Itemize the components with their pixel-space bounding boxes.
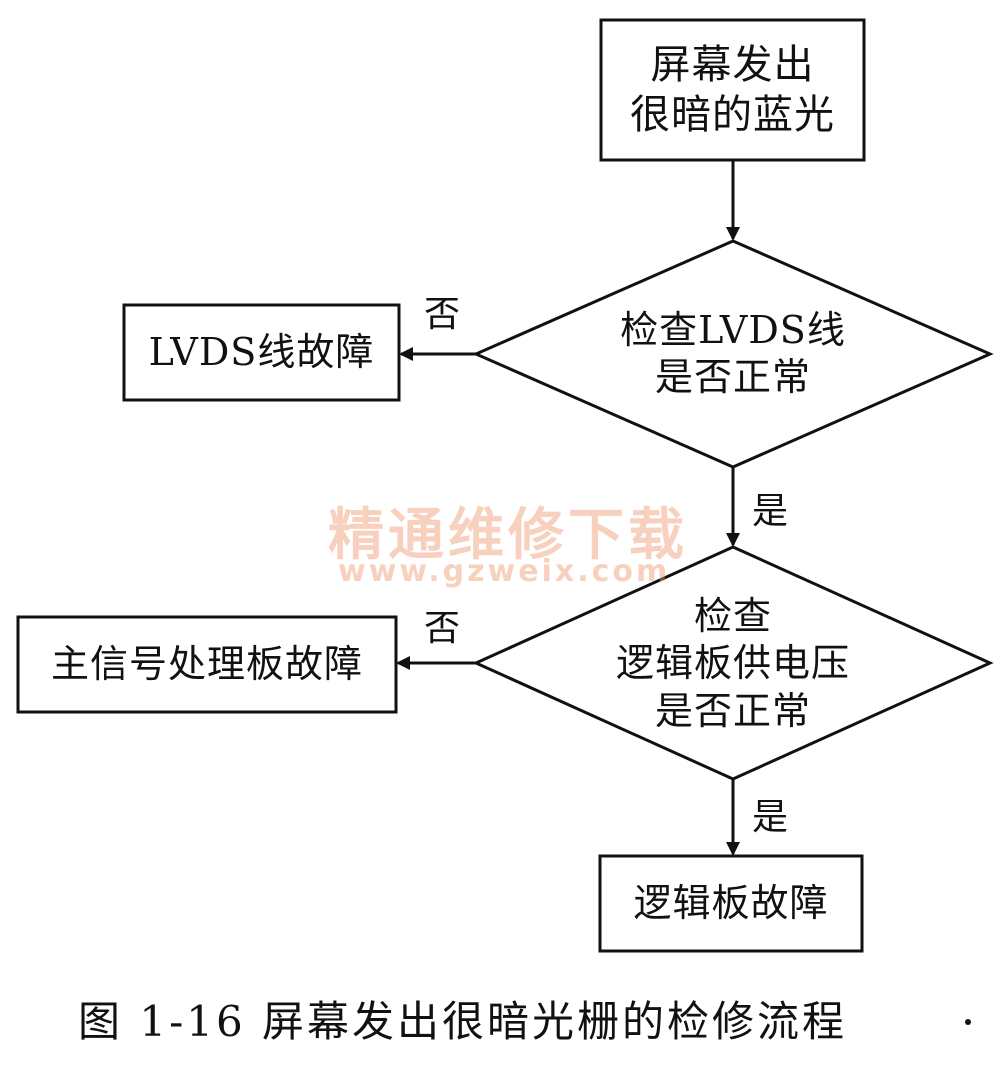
logic-board-fault-box — [598, 854, 864, 953]
lvds-fault-box — [122, 303, 401, 402]
edge-label-no-1: 否 — [424, 294, 461, 335]
watermark-url: www.gzweix.com — [338, 554, 671, 589]
start-box — [599, 18, 866, 162]
caption-dot — [965, 1019, 971, 1025]
watermark-name: 精通维修下载 — [328, 503, 688, 568]
main-board-fault-label: 主信号处理板故障 — [50, 641, 363, 686]
edge-label-yes-1: 是 — [752, 491, 789, 532]
check-lvds-label: 检查LVDS线 是否正常 — [620, 307, 846, 400]
logic-board-fault-label: 逻辑板故障 — [633, 880, 829, 925]
main-board-fault-box — [16, 615, 398, 714]
figure-caption: 图 1-16 屏幕发出很暗光栅的检修流程 — [78, 997, 848, 1046]
check-logic-power-label: 检查 逻辑板供电压 是否正常 — [615, 593, 850, 733]
edge-label-yes-2: 是 — [752, 797, 789, 838]
lvds-fault-label: LVDS线故障 — [148, 329, 375, 374]
start-label: 屏幕发出 很暗的蓝光 — [630, 42, 835, 138]
edge-label-no-2: 否 — [424, 608, 461, 649]
